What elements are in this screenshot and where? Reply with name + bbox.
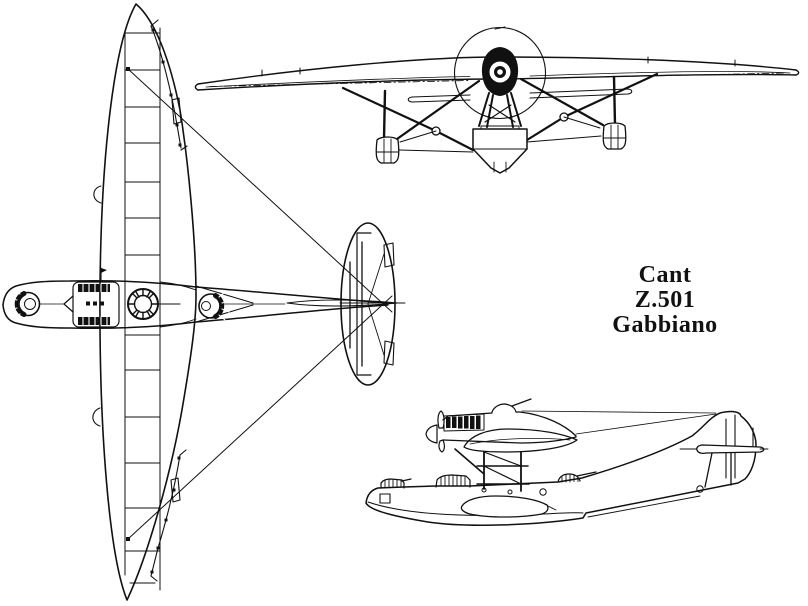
tail-brace-wires xyxy=(126,67,392,541)
side-cockpit-canopy xyxy=(436,475,470,487)
prop-blade-upper xyxy=(438,411,444,428)
front-cabane-struts xyxy=(479,93,521,127)
afterbody-chine xyxy=(588,496,700,517)
strut-diagonal-right-a xyxy=(527,74,657,140)
nose-turret xyxy=(10,290,40,318)
wing-tip-caps xyxy=(195,70,798,90)
propeller-disc xyxy=(455,27,546,119)
exhaust-bands xyxy=(446,415,481,429)
wing-inner-line xyxy=(206,72,790,87)
wing-ribs xyxy=(125,33,160,583)
nose-window xyxy=(380,494,390,503)
tailplane-plan-view xyxy=(287,223,405,385)
fuselage-outline-bottom xyxy=(3,305,388,328)
side-view xyxy=(366,399,768,525)
float-strut-right xyxy=(614,77,615,125)
antenna-wires xyxy=(522,411,716,434)
antenna-flag xyxy=(101,268,107,273)
prop-blade-lower xyxy=(439,440,444,452)
tab-control-lines xyxy=(368,254,384,355)
stabilizer-side xyxy=(697,445,764,453)
side-engine-nacelle xyxy=(426,399,716,452)
cockpit-dots xyxy=(86,301,104,306)
wing-spars xyxy=(125,28,160,590)
deck-taper-lines xyxy=(196,286,253,322)
porthole-front xyxy=(540,489,546,495)
trim-tab-upper xyxy=(384,243,394,267)
nacelle-gun-barrel xyxy=(512,399,531,406)
front-engine-cowl xyxy=(481,47,519,96)
radial-spokes xyxy=(128,289,158,319)
hull-outline xyxy=(366,412,756,526)
front-float-right xyxy=(603,123,626,149)
side-cabane-struts xyxy=(455,449,529,494)
upper-aileron xyxy=(151,20,187,150)
wing-root-fillets xyxy=(160,282,196,327)
tailplane-outline xyxy=(341,223,395,385)
rear-turret xyxy=(199,292,229,320)
front-view xyxy=(195,27,798,173)
elevator-frame xyxy=(357,233,371,375)
spinner xyxy=(426,425,437,443)
aileron-hinge-dots xyxy=(150,456,181,574)
strut-diagonal-right-b xyxy=(521,79,603,125)
wing-outline xyxy=(100,4,196,600)
aileron-ticks xyxy=(262,57,735,76)
front-hull xyxy=(473,126,527,173)
nacelle-gun-turret xyxy=(492,404,516,412)
side-float xyxy=(461,496,556,517)
cockpit-plan xyxy=(64,282,119,327)
fuselage-outline-top xyxy=(3,281,388,305)
strut-diagonal-left-a xyxy=(343,88,473,150)
aircraft-title: Cant Z.501 Gabbiano xyxy=(558,263,772,338)
title-line-model: Z.501 xyxy=(634,287,696,313)
side-dorsal-turret xyxy=(558,472,596,482)
front-bracing xyxy=(343,74,657,152)
title-line-manufacturer: Cant xyxy=(638,262,692,288)
elevator-hinge-lines xyxy=(350,242,362,366)
porthole-rear xyxy=(697,486,703,492)
float-strut-left xyxy=(384,91,385,139)
title-line-name: Gabbiano xyxy=(612,312,718,338)
tail-struts xyxy=(705,453,731,487)
trim-tab-lower xyxy=(384,341,394,365)
engine-propeller-disc xyxy=(128,289,180,319)
side-wing-root xyxy=(464,429,577,452)
wires-right xyxy=(527,117,601,142)
lower-float-bump xyxy=(93,408,100,426)
propeller-spinner xyxy=(497,69,503,75)
front-float-left xyxy=(376,137,399,163)
side-nose-turret xyxy=(381,479,411,488)
top-view xyxy=(3,4,392,600)
strut-diagonal-left-b xyxy=(397,81,479,139)
wires-left xyxy=(399,131,473,152)
wing-centerline xyxy=(210,73,786,87)
side-tail xyxy=(680,415,768,487)
upper-float-bump xyxy=(94,186,101,203)
lower-aileron xyxy=(151,450,187,581)
aileron-hinge-dots xyxy=(151,28,182,147)
canopy-frame-ticks xyxy=(83,284,107,325)
turret-hatch-ticks xyxy=(219,292,229,320)
turret-hatch-ticks xyxy=(10,290,20,318)
